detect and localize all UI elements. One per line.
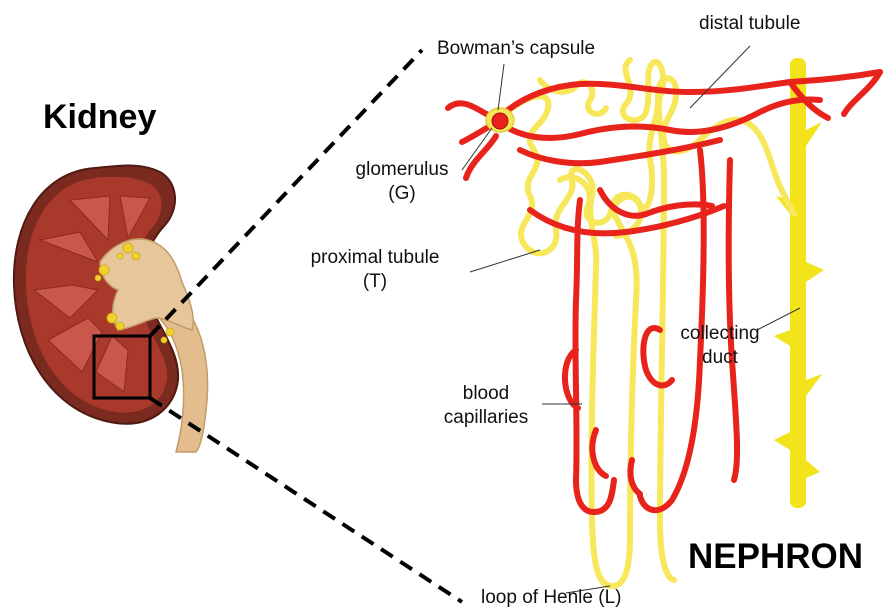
label-glomerulus-line2: (G) (340, 182, 464, 206)
label-proximal-line1: proximal tubule (290, 246, 460, 270)
label-blood-capillaries: blood capillaries (430, 382, 542, 430)
label-glomerulus: glomerulus (G) (340, 158, 464, 206)
kidney-title: Kidney (43, 98, 156, 137)
label-collecting-line2: duct (676, 346, 764, 370)
kidney-illustration (14, 166, 208, 453)
collecting-duct-shape (774, 58, 824, 508)
label-collecting-line1: collecting (676, 322, 764, 346)
label-blood-line1: blood (430, 382, 542, 406)
label-proximal-line2: (T) (290, 270, 460, 294)
nephron-illustration (448, 58, 880, 586)
zoom-line-bottom (150, 398, 462, 602)
label-blood-line2: capillaries (430, 406, 542, 430)
leader-proximal (470, 250, 540, 272)
label-loop-of-henle: loop of Henle (L) (481, 586, 621, 610)
label-glomerulus-line1: glomerulus (340, 158, 464, 182)
nephron-title: NEPHRON (688, 537, 863, 577)
label-bowmans-capsule: Bowman’s capsule (437, 37, 595, 61)
label-collecting-duct: collecting duct (676, 322, 764, 370)
leader-distal (690, 46, 750, 108)
label-proximal-tubule: proximal tubule (T) (290, 246, 460, 294)
glomerulus-shape (492, 113, 508, 129)
leader-bowmans (498, 64, 504, 110)
label-distal-tubule: distal tubule (699, 12, 800, 36)
